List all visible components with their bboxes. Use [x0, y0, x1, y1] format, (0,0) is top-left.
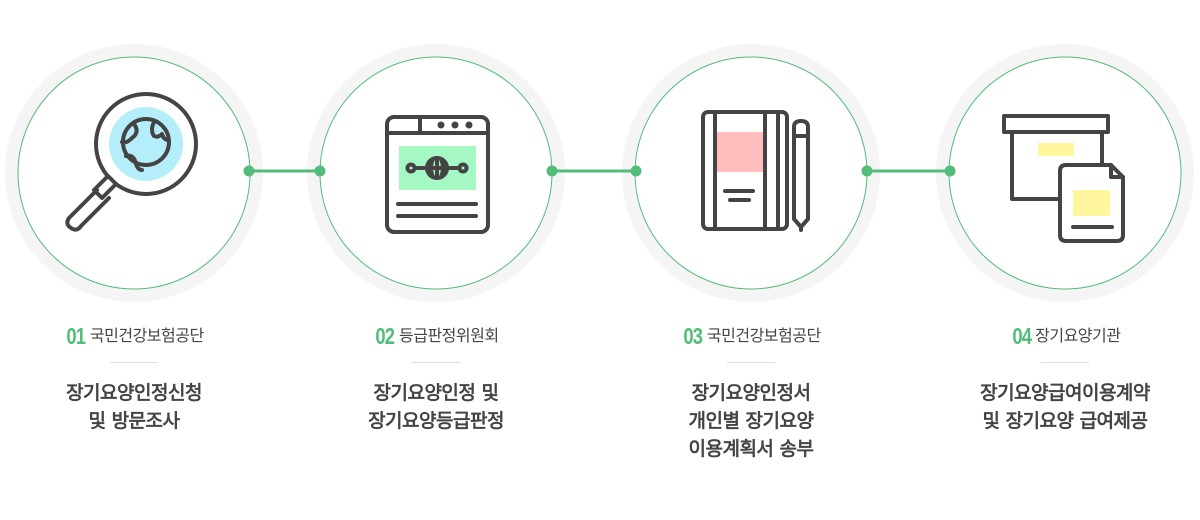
title-line: 장기요양급여이용계약: [980, 382, 1150, 404]
title-line: 장기요양인정서: [691, 382, 811, 404]
divider: [1041, 362, 1089, 363]
step-number: 03: [683, 322, 704, 349]
step-organization: 국민건강보험공단: [706, 325, 821, 345]
title-line: 장기요양등급판정: [368, 410, 504, 432]
step-number: 04: [1011, 322, 1032, 349]
divider: [110, 362, 158, 363]
connector-2-3: [546, 165, 642, 177]
connector-3-4: [861, 165, 956, 177]
title-line: 장기요양인정 및: [373, 382, 499, 404]
notebook-pen-icon: [701, 110, 810, 232]
step-number: 01: [66, 322, 87, 349]
title-line: 장기요양인정신청: [66, 382, 202, 404]
step-number: 02: [375, 322, 396, 349]
browser-globe-icon: [385, 115, 490, 234]
step-organization: 등급판정위원회: [399, 325, 499, 345]
step-organization: 국민건강보험공단: [89, 325, 204, 345]
divider: [412, 362, 460, 363]
title-line: 개인별 장기요양: [688, 410, 814, 432]
magnifier-globe-icon: [65, 92, 198, 232]
step-organization: 장기요양기관: [1035, 325, 1121, 345]
divider: [727, 362, 775, 363]
connectors: [243, 165, 956, 177]
connector-1-2: [243, 165, 326, 177]
box-document-icon: [1002, 114, 1125, 243]
title-line: 및 방문조사: [88, 410, 180, 432]
title-line: 및 장기요양 급여제공: [982, 410, 1148, 432]
title-line: 이용계획서 송부: [688, 438, 814, 460]
